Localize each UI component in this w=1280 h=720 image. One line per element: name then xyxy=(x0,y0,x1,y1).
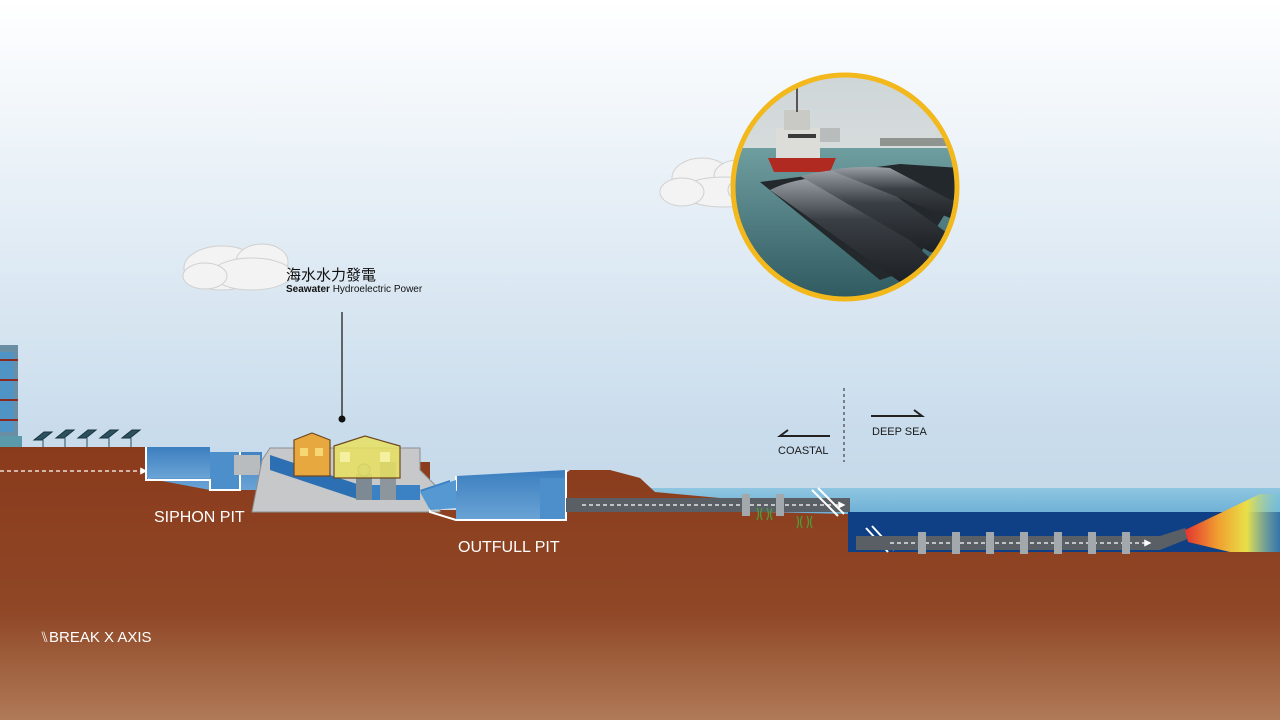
pipe-collar xyxy=(742,494,750,516)
pipe-collar xyxy=(918,532,1130,554)
title-english-bold: Seawater xyxy=(286,284,330,295)
title-chinese: 海水水力發電 xyxy=(286,267,377,284)
break-axis-label: BREAK X AXIS xyxy=(49,629,152,646)
deep-sea-arrow-icon xyxy=(871,409,925,417)
soil-ground xyxy=(0,447,1280,720)
coastal-arrow-icon xyxy=(777,429,830,437)
outfull-pit xyxy=(420,470,567,521)
siphon-pit-label: SIPHON PIT xyxy=(154,509,245,526)
siphon-pit xyxy=(145,447,262,491)
ship xyxy=(768,88,836,172)
title-english-rest: Hydroelectric Power xyxy=(332,284,423,295)
building-icon xyxy=(0,345,22,447)
callout-dot xyxy=(338,415,346,423)
solar-panel-icon xyxy=(32,429,142,447)
break-mark-icon: ⑊ xyxy=(40,629,50,646)
ship-photo xyxy=(730,72,960,302)
break-axis-legend: ⑊BREAK X AXIS xyxy=(40,629,152,646)
seaweed-icon xyxy=(756,507,813,529)
cloud-icon xyxy=(182,243,293,291)
deep-sea-label: DEEP SEA xyxy=(872,426,927,438)
outfull-pit-label: OUTFULL PIT xyxy=(458,539,560,556)
title-english: Seawater Hydroelectric Power xyxy=(286,284,422,295)
discharge-plume xyxy=(1185,494,1280,552)
pipe-collar xyxy=(776,494,784,516)
coastal-label: COASTAL xyxy=(778,445,829,457)
building-icon xyxy=(293,432,401,479)
